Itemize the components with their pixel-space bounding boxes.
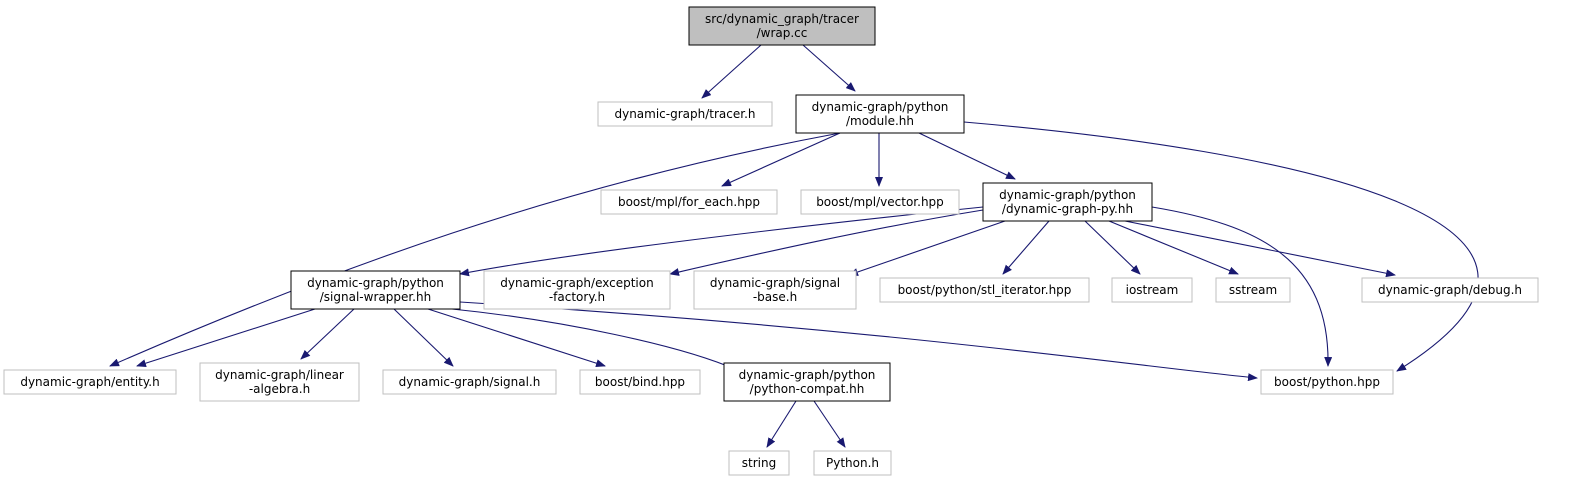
node-label-line: Python.h	[826, 456, 879, 470]
node-label-line: dynamic-graph/debug.h	[1378, 283, 1522, 297]
node-label-line: boost/python/stl_iterator.hpp	[898, 283, 1072, 297]
node-pycompat[interactable]: dynamic-graph/python/python-compat.hh	[723, 362, 891, 402]
node-box	[3, 369, 177, 395]
edge-sigwrap-to-bind	[427, 308, 606, 368]
node-mpl-vector: boost/mpl/vector.hpp	[800, 189, 960, 215]
node-box	[483, 270, 671, 310]
node-label-line: -factory.h	[549, 290, 605, 304]
node-box	[290, 270, 461, 310]
node-label-line: src/dynamic_graph/tracer	[705, 12, 859, 26]
node-wrap[interactable]: src/dynamic_graph/tracer/wrap.cc	[688, 6, 876, 46]
edge-sigwrap-to-signal_h	[393, 308, 454, 367]
edge-dgpy-to-sigbase	[848, 220, 1006, 276]
node-for-each: boost/mpl/for_each.hpp	[600, 189, 778, 215]
node-label-line: dynamic-graph/signal.h	[399, 375, 541, 389]
edge-sigwrap-to-linalg	[300, 308, 355, 360]
edge-module-to-entity	[109, 132, 841, 367]
edge-module-to-for_each	[721, 132, 841, 187]
edges	[109, 44, 1479, 448]
node-string: string	[728, 450, 790, 476]
node-label-line: dynamic-graph/python	[999, 188, 1136, 202]
node-entity: dynamic-graph/entity.h	[3, 369, 177, 395]
node-label-line: boost/mpl/for_each.hpp	[618, 195, 760, 209]
node-label-line: -algebra.h	[249, 382, 310, 396]
node-label-line: dynamic-graph/signal	[710, 276, 840, 290]
node-box	[800, 189, 960, 215]
edge-sigwrap-to-pycompat	[451, 308, 738, 371]
nodes: src/dynamic_graph/tracer/wrap.cc dynamic-…	[3, 6, 1539, 476]
node-stl-iter: boost/python/stl_iterator.hpp	[879, 277, 1090, 303]
node-box	[688, 6, 876, 46]
node-box	[813, 450, 892, 476]
node-box	[728, 450, 790, 476]
edge-sigwrap-to-boost_python	[459, 301, 1258, 382]
node-label-line: dynamic-graph/entity.h	[20, 375, 159, 389]
node-debug: dynamic-graph/debug.h	[1361, 277, 1539, 303]
node-box	[982, 182, 1153, 222]
node-box	[579, 369, 701, 395]
node-box	[723, 362, 891, 402]
node-bind: boost/bind.hpp	[579, 369, 701, 395]
node-box	[1111, 277, 1193, 303]
node-label-line: dynamic-graph/linear	[215, 368, 344, 382]
node-box	[795, 94, 965, 134]
node-box	[693, 270, 857, 310]
node-box	[1361, 277, 1539, 303]
edge-dgpy-to-stl_iter	[1002, 220, 1050, 275]
edge-dgpy-to-exc_factory	[669, 209, 984, 276]
node-sstream: sstream	[1215, 277, 1291, 303]
node-label-line: boost/python.hpp	[1274, 375, 1380, 389]
node-box	[382, 369, 557, 395]
node-iostream: iostream	[1111, 277, 1193, 303]
node-box	[600, 189, 778, 215]
edge-dgpy-to-iostream	[1084, 220, 1141, 275]
edge-dgpy-to-sigwrap	[459, 206, 984, 277]
edge-dgpy-to-debug	[1124, 220, 1396, 278]
node-signal-h: dynamic-graph/signal.h	[382, 369, 557, 395]
edge-dgpy-to-sstream	[1108, 220, 1239, 275]
node-label-line: dynamic-graph/python	[307, 276, 444, 290]
node-module[interactable]: dynamic-graph/python/module.hh	[795, 94, 965, 134]
node-label-line: -base.h	[753, 290, 797, 304]
node-label-line: dynamic-graph/tracer.h	[614, 107, 755, 121]
node-label-line: boost/mpl/vector.hpp	[816, 195, 944, 209]
node-label-line: iostream	[1126, 283, 1179, 297]
node-label-line: /python-compat.hh	[750, 382, 865, 396]
node-python-h: Python.h	[813, 450, 892, 476]
node-label-line: /signal-wrapper.hh	[320, 290, 431, 304]
node-label-line: string	[742, 456, 776, 470]
edge-wrap-to-module	[802, 44, 856, 92]
node-box	[199, 362, 360, 402]
node-label-line: /module.hh	[846, 114, 914, 128]
node-label-line: dynamic-graph/exception	[500, 276, 653, 290]
node-tracer-h: dynamic-graph/tracer.h	[597, 101, 773, 127]
edge-pycompat-to-string	[766, 400, 797, 448]
edge-dgpy-to-boost_python	[1151, 206, 1333, 367]
node-box	[879, 277, 1090, 303]
edge-module-to-boost_python	[963, 121, 1479, 372]
edge-wrap-to-tracer_h	[701, 44, 762, 99]
node-sigbase: dynamic-graph/signal-base.h	[693, 270, 857, 310]
edge-pycompat-to-python_h	[813, 400, 846, 448]
edge-sigwrap-to-entity	[136, 308, 316, 368]
node-label-line: /dynamic-graph-py.hh	[1002, 202, 1133, 216]
node-box	[1260, 369, 1394, 395]
node-label-line: /wrap.cc	[757, 26, 808, 40]
node-dgpy[interactable]: dynamic-graph/python/dynamic-graph-py.hh	[982, 182, 1153, 222]
node-label-line: dynamic-graph/python	[739, 368, 876, 382]
node-label-line: boost/bind.hpp	[595, 375, 685, 389]
node-linalg: dynamic-graph/linear-algebra.h	[199, 362, 360, 402]
node-box	[1215, 277, 1291, 303]
node-box	[597, 101, 773, 127]
node-sigwrap[interactable]: dynamic-graph/python/signal-wrapper.hh	[290, 270, 461, 310]
node-label-line: dynamic-graph/python	[812, 100, 949, 114]
node-boost-python: boost/python.hpp	[1260, 369, 1394, 395]
edge-module-to-dgpy	[918, 132, 1016, 180]
node-label-line: sstream	[1229, 283, 1277, 297]
node-exc-factory: dynamic-graph/exception-factory.h	[483, 270, 671, 310]
